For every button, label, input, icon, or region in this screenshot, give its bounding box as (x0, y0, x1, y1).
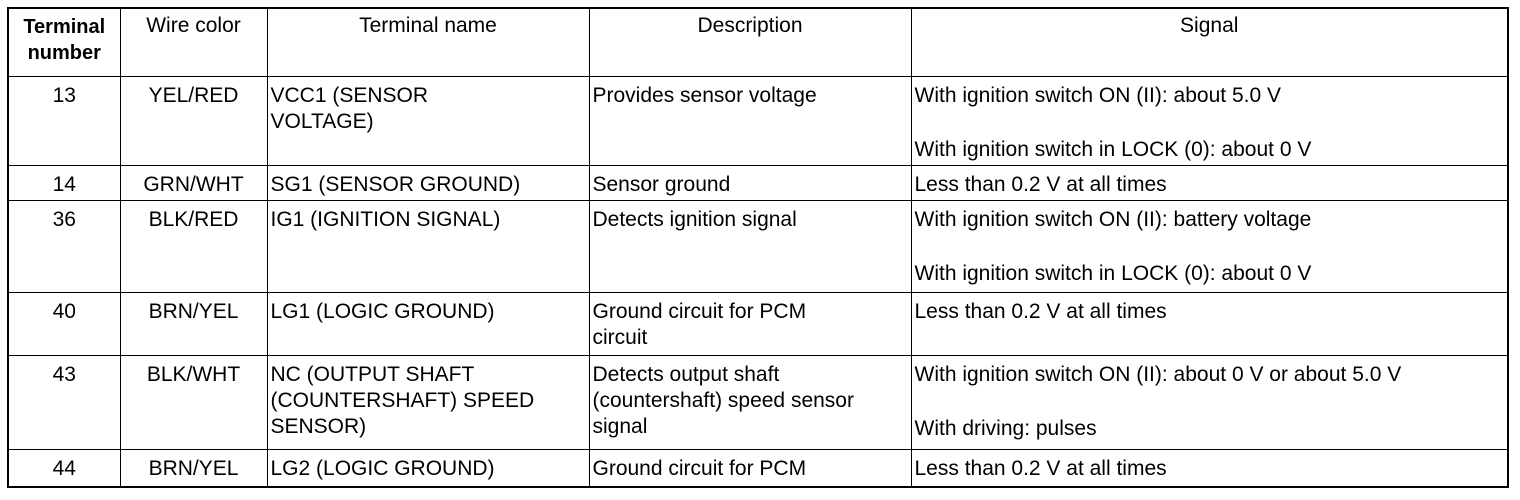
terminal-name-line: LG2 (LOGIC GROUND) (270, 457, 495, 480)
terminal-name-line: VOLTAGE) (270, 110, 374, 133)
header-terminal-number: Terminal number (7, 7, 121, 77)
cell-wire-color: BRN/YEL (119, 449, 268, 487)
cell-terminal-number: 36 (7, 200, 121, 293)
cell-description: Detects ignition signal (588, 200, 912, 293)
cell-description: Detects output shaft (countershaft) speed… (588, 355, 912, 450)
cell-wire-color: GRN/WHT (119, 165, 268, 201)
cell-description: Ground circuit for PCM circuit (588, 292, 912, 356)
cell-terminal-name: NC (OUTPUT SHAFT (COUNTERSHAFT) SPEED SENS… (266, 355, 590, 450)
cell-terminal-number: 40 (7, 292, 121, 356)
description-line: circuit (592, 326, 648, 349)
cell-signal: Less than 0.2 V at all times (910, 165, 1509, 201)
cell-terminal-name: LG1 (LOGIC GROUND) (266, 292, 590, 356)
cell-terminal-name: SG1 (SENSOR GROUND) (266, 165, 590, 201)
cell-signal: Less than 0.2 V at all times (910, 292, 1509, 356)
cell-wire-color: YEL/RED (119, 76, 268, 166)
cell-wire-color: BLK/RED (119, 200, 268, 293)
cell-signal: Less than 0.2 V at all times (910, 449, 1509, 487)
header-terminal-name: Terminal name (266, 7, 590, 77)
terminal-name-line: NC (OUTPUT SHAFT (270, 363, 475, 386)
signal-line: Less than 0.2 V at all times (914, 300, 1167, 323)
cell-terminal-number: 13 (7, 76, 121, 166)
cell-wire-color: BLK/WHT (119, 355, 268, 450)
description-line: signal (592, 415, 648, 438)
signal-line: Less than 0.2 V at all times (914, 457, 1167, 480)
cell-terminal-number: 14 (7, 165, 121, 201)
cell-terminal-name: LG2 (LOGIC GROUND) (266, 449, 590, 487)
header-signal: Signal (910, 7, 1509, 77)
description-line: Provides sensor voltage (592, 84, 817, 107)
description-line: Sensor ground (592, 173, 731, 196)
description-line: (countershaft) speed sensor (592, 389, 854, 412)
cell-terminal-name: IG1 (IGNITION SIGNAL) (266, 200, 590, 293)
terminal-name-line: SENSOR) (270, 415, 367, 438)
cell-terminal-name: VCC1 (SENSOR VOLTAGE) (266, 76, 590, 166)
header-description: Description (588, 7, 912, 77)
terminal-name-line: VCC1 (SENSOR (270, 84, 429, 107)
header-wire-color: Wire color (119, 7, 268, 77)
description-line: Ground circuit for PCM (592, 300, 807, 323)
terminal-name-line: SG1 (SENSOR GROUND) (270, 173, 521, 196)
cell-signal: With ignition switch ON (II): about 0 V … (910, 355, 1509, 450)
terminal-name-line: (COUNTERSHAFT) SPEED (270, 389, 535, 412)
description-line: Detects ignition signal (592, 208, 797, 231)
signal-line: With driving: pulses (914, 417, 1097, 440)
cell-wire-color: BRN/YEL (119, 292, 268, 356)
header-row: Terminal number Wire color Terminal name… (7, 7, 1509, 77)
cell-signal: With ignition switch ON (II): battery vo… (910, 200, 1509, 293)
header-terminal-line2: number (27, 42, 101, 64)
cell-description: Sensor ground (588, 165, 912, 201)
signal-line: Less than 0.2 V at all times (914, 173, 1167, 196)
signal-line: With ignition switch ON (II): battery vo… (914, 208, 1312, 231)
signal-line: With ignition switch in LOCK (0): about … (914, 262, 1312, 285)
cell-description: Ground circuit for PCM (588, 449, 912, 487)
description-line: Ground circuit for PCM (592, 457, 807, 480)
signal-line: With ignition switch ON (II): about 0 V … (914, 363, 1402, 386)
header-terminal-line1: Terminal (23, 16, 106, 38)
cell-signal: With ignition switch ON (II): about 5.0 … (910, 76, 1509, 166)
terminal-name-line: IG1 (IGNITION SIGNAL) (270, 208, 501, 231)
signal-line: With ignition switch in LOCK (0): about … (914, 138, 1312, 161)
cell-terminal-number: 44 (7, 449, 121, 487)
terminal-name-line: LG1 (LOGIC GROUND) (270, 300, 495, 323)
table-header: Terminal number Wire color Terminal name… (7, 7, 1509, 77)
cell-terminal-number: 43 (7, 355, 121, 450)
description-line: Detects output shaft (592, 363, 780, 386)
terminal-table: Terminal number Wire color Terminal name… (7, 7, 1509, 488)
cell-description: Provides sensor voltage (588, 76, 912, 166)
signal-line: With ignition switch ON (II): about 5.0 … (914, 84, 1281, 107)
terminal-table-container: Terminal number Wire color Terminal name… (7, 7, 1509, 488)
